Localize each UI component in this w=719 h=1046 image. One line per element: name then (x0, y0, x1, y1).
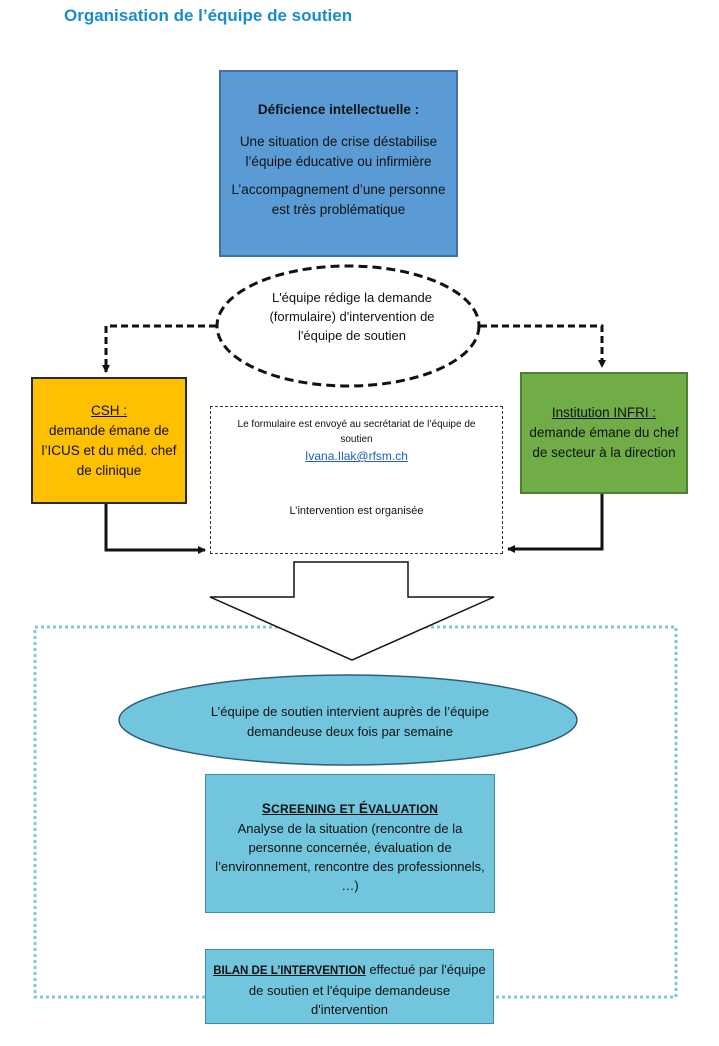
deficience-line-2: L’accompagnement d’une personne est très… (231, 181, 446, 217)
screening-heading: SCREENING ET ÉVALUATION (261, 801, 439, 816)
deficience-heading: Déficience intellectuelle : (257, 101, 420, 117)
infri-body: demande émane du chef de secteur à la di… (529, 425, 679, 460)
bilan-body: effectué par l'équipe de soutien et l'éq… (248, 962, 486, 1017)
arrow-csh-to-secretariat (104, 504, 206, 554)
csh-heading: CSH : (90, 402, 127, 418)
screening-body: Analyse de la situation (rencontre de la… (215, 821, 485, 893)
formulaire-oval-text: L'équipe rédige la demande (formulaire) … (269, 290, 435, 343)
bilan-box: BILAN DE L’INTERVENTION effectué par l'é… (205, 949, 494, 1024)
bilan-heading: BILAN DE L’INTERVENTION (213, 965, 366, 977)
intervention-ellipse-text: L’équipe de soutien intervient auprès de… (210, 704, 490, 739)
arrow-oval-to-csh (102, 324, 216, 373)
screening-box: SCREENING ET ÉVALUATION Analyse de la si… (205, 774, 495, 913)
csh-box: CSH : demande émane de l’ICUS et du méd.… (31, 377, 187, 504)
infri-heading: Institution INFRI : (551, 405, 657, 420)
secretariat-text: Le formulaire est envoyé au secrétariat … (237, 419, 476, 445)
page-title: Organisation de l’équipe de soutien (64, 6, 353, 25)
deficience-line-1: Une situation de crise déstabilise l’équ… (239, 133, 438, 169)
block-arrow-down (209, 561, 495, 661)
secretariat-box: Le formulaire est envoyé au secrétariat … (210, 406, 503, 554)
email-link[interactable]: Ivana.Ilak@rfsm.ch (305, 449, 408, 463)
infri-box: Institution INFRI : demande émane du che… (520, 372, 688, 494)
arrow-infri-to-secretariat (507, 494, 604, 553)
deficience-box: Déficience intellectuelle : Une situatio… (219, 70, 458, 257)
arrow-oval-to-infri (480, 324, 606, 368)
csh-body: demande émane de l’ICUS et du méd. chef … (41, 422, 177, 478)
intervention-organised-text: L’intervention est organisée (289, 505, 424, 517)
